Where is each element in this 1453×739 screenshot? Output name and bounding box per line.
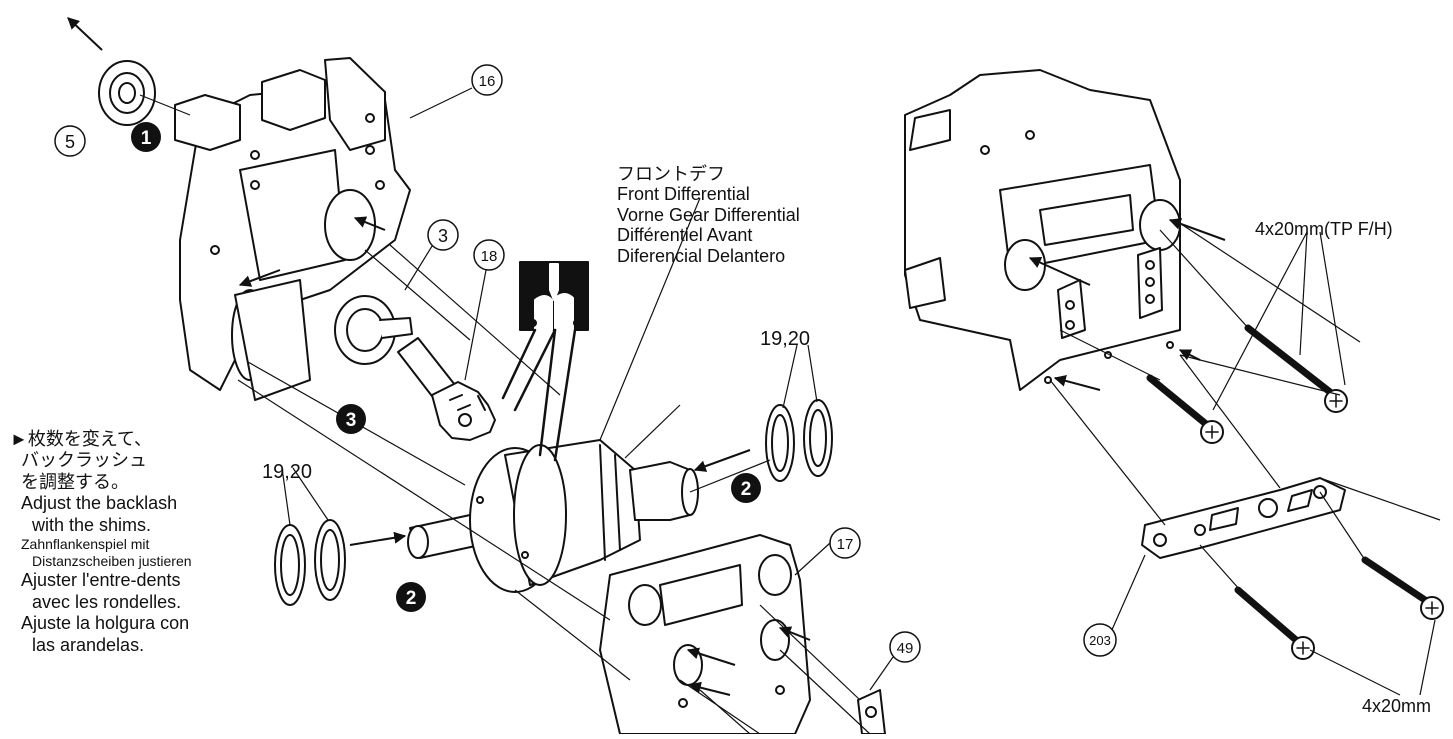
front-differential (407, 439, 699, 593)
callout-16: 16 (471, 64, 503, 96)
upper-gearbox-housing (174, 57, 411, 401)
svg-text:203: 203 (1089, 633, 1111, 648)
note-en-2: with the shims. (32, 514, 152, 535)
svg-text:3: 3 (346, 410, 357, 431)
note-en-1: Adjust the backlash (21, 493, 178, 514)
screw-spec-tp: 4x20mm(TP F/H) (1255, 219, 1393, 239)
svg-text:19,20: 19,20 (760, 328, 810, 350)
bearing-3 (334, 295, 413, 365)
note-jp-1: ►枚数を変えて、 (10, 429, 153, 449)
note-de-1: Zahnflankenspiel mit (21, 536, 150, 553)
screw-upper-left (1146, 374, 1224, 444)
callout-leaders (281, 87, 1436, 696)
title-de: Vorne Gear Differential (617, 204, 800, 225)
screw-lower-left (1234, 586, 1315, 660)
title-en: Front Differential (617, 184, 750, 205)
backlash-inset (501, 261, 589, 462)
svg-text:17: 17 (837, 536, 854, 553)
pinion-gear-18 (397, 337, 496, 441)
step-3: 3 (336, 404, 366, 434)
note-fr-2: avec les rondelles. (32, 591, 182, 612)
note-es-2: las arandelas. (32, 634, 145, 655)
backlash-note: ►枚数を変えて、 バックラッシュ を調整する。 Adjust the backl… (10, 429, 192, 657)
guide-lines (139, 94, 1441, 735)
direction-arrows (67, 17, 1226, 696)
screw-upper-right (1244, 324, 1348, 413)
title-fr: Différentiel Avant (617, 225, 753, 246)
note-fr-1: Ajuster l'entre-dents (21, 570, 181, 591)
svg-text:18: 18 (481, 248, 498, 265)
svg-text:3: 3 (438, 226, 448, 246)
svg-text:49: 49 (897, 640, 914, 657)
title-es: Diferencial Delantero (617, 245, 786, 266)
bearing-5 (98, 60, 156, 126)
note-de-2: Distanzscheiben justieren (32, 553, 192, 570)
shims-right (765, 399, 833, 482)
shims-left (274, 519, 346, 606)
screw-lower-right (1361, 556, 1444, 620)
note-es-1: Ajuste la holgura con (21, 613, 190, 634)
step-1: 1 (131, 122, 161, 152)
note-jp-2: バックラッシュ (21, 450, 147, 471)
svg-text:19,20: 19,20 (262, 461, 312, 483)
callout-49: 49 (889, 631, 921, 663)
bracket-203 (1141, 477, 1346, 559)
lower-gearbox-housing (599, 534, 811, 735)
callout-203: 203 (1083, 623, 1117, 657)
callout-17: 17 (829, 527, 861, 559)
callout-18: 18 (473, 239, 505, 271)
front-differential-title: フロントデフ Front Differential Vorne Gear Dif… (617, 164, 800, 267)
callout-5: 5 (54, 125, 86, 157)
assembled-gearbox (904, 69, 1181, 391)
screw-spec-std: 4x20mm (1362, 696, 1432, 716)
svg-text:2: 2 (406, 588, 417, 609)
step-2-right: 2 (731, 473, 761, 503)
step-2-left: 2 (396, 582, 426, 612)
title-jp: フロントデフ (617, 164, 725, 184)
svg-text:1: 1 (141, 128, 152, 149)
svg-text:2: 2 (741, 479, 752, 500)
callout-19-20-right: 19,20 (760, 328, 810, 350)
callout-19-20-left: 19,20 (262, 461, 312, 483)
callout-3: 3 (427, 219, 459, 251)
svg-text:16: 16 (479, 73, 496, 90)
svg-text:5: 5 (65, 132, 75, 152)
note-jp-3: を調整する。 (21, 471, 129, 492)
